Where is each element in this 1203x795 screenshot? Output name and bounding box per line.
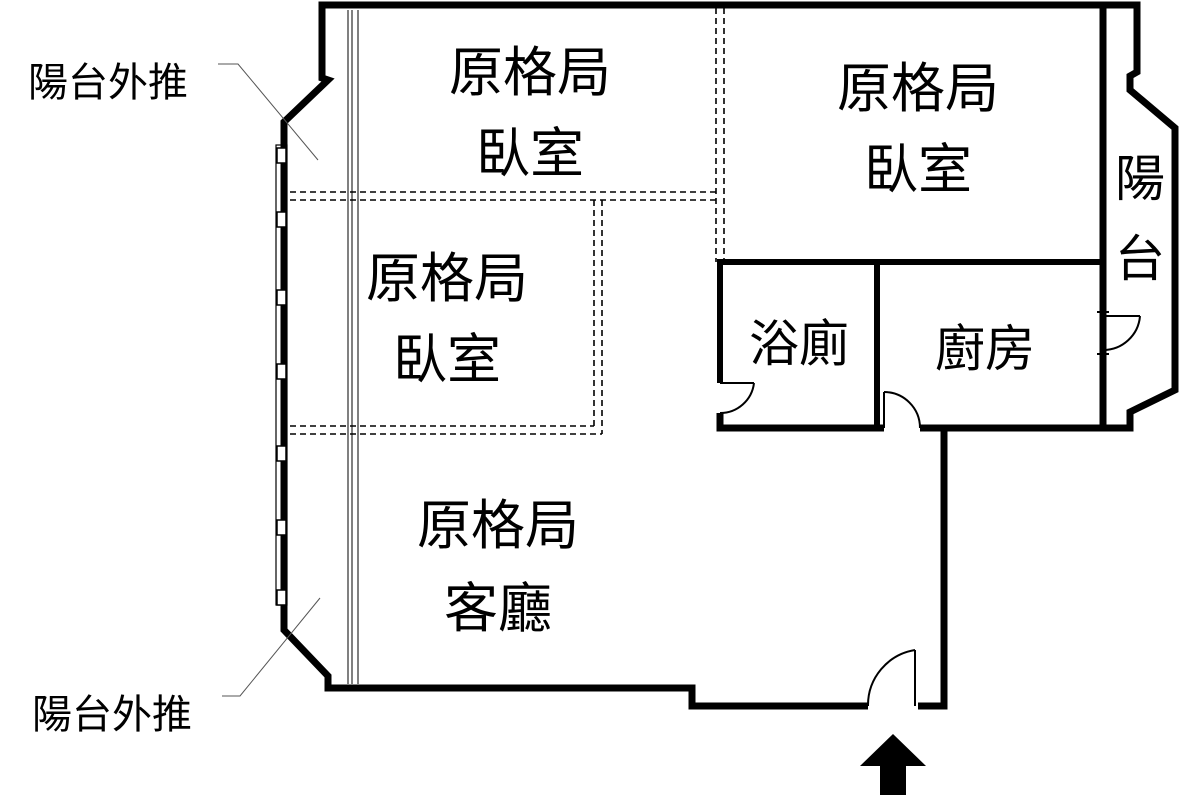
bedroom-middle-label-1: 原格局 (366, 247, 528, 310)
kitchen-door (883, 391, 921, 429)
dashed-original-walls (290, 8, 725, 435)
callout-bottom-text: 陽台外推 (32, 692, 192, 738)
balcony-label-1: 陽 (1115, 150, 1165, 208)
bedroom-top-left-label-1: 原格局 (449, 41, 611, 104)
bedroom-top-right-label-2: 臥室 (864, 138, 972, 201)
window-mullions (276, 147, 287, 606)
callout-leaders (218, 63, 321, 697)
thin-guide-lines (347, 10, 359, 684)
interior-walls (717, 259, 1103, 428)
balcony-label-2: 台 (1115, 230, 1165, 288)
bedroom-top-right-label-1: 原格局 (837, 57, 999, 120)
entrance-arrow-icon (860, 734, 926, 795)
kitchen-label: 廚房 (935, 320, 1035, 378)
living-room-label-1: 原格局 (417, 494, 579, 557)
balcony-door (1097, 311, 1141, 355)
bathroom-label: 浴廁 (749, 315, 849, 373)
bathroom-door (719, 382, 755, 415)
entrance-door (866, 649, 916, 707)
callout-top-text: 陽台外推 (28, 60, 188, 106)
bedroom-middle-label-2: 臥室 (393, 328, 501, 391)
bedroom-top-left-label-2: 臥室 (476, 122, 584, 185)
living-room-label-2: 客廳 (444, 577, 552, 640)
